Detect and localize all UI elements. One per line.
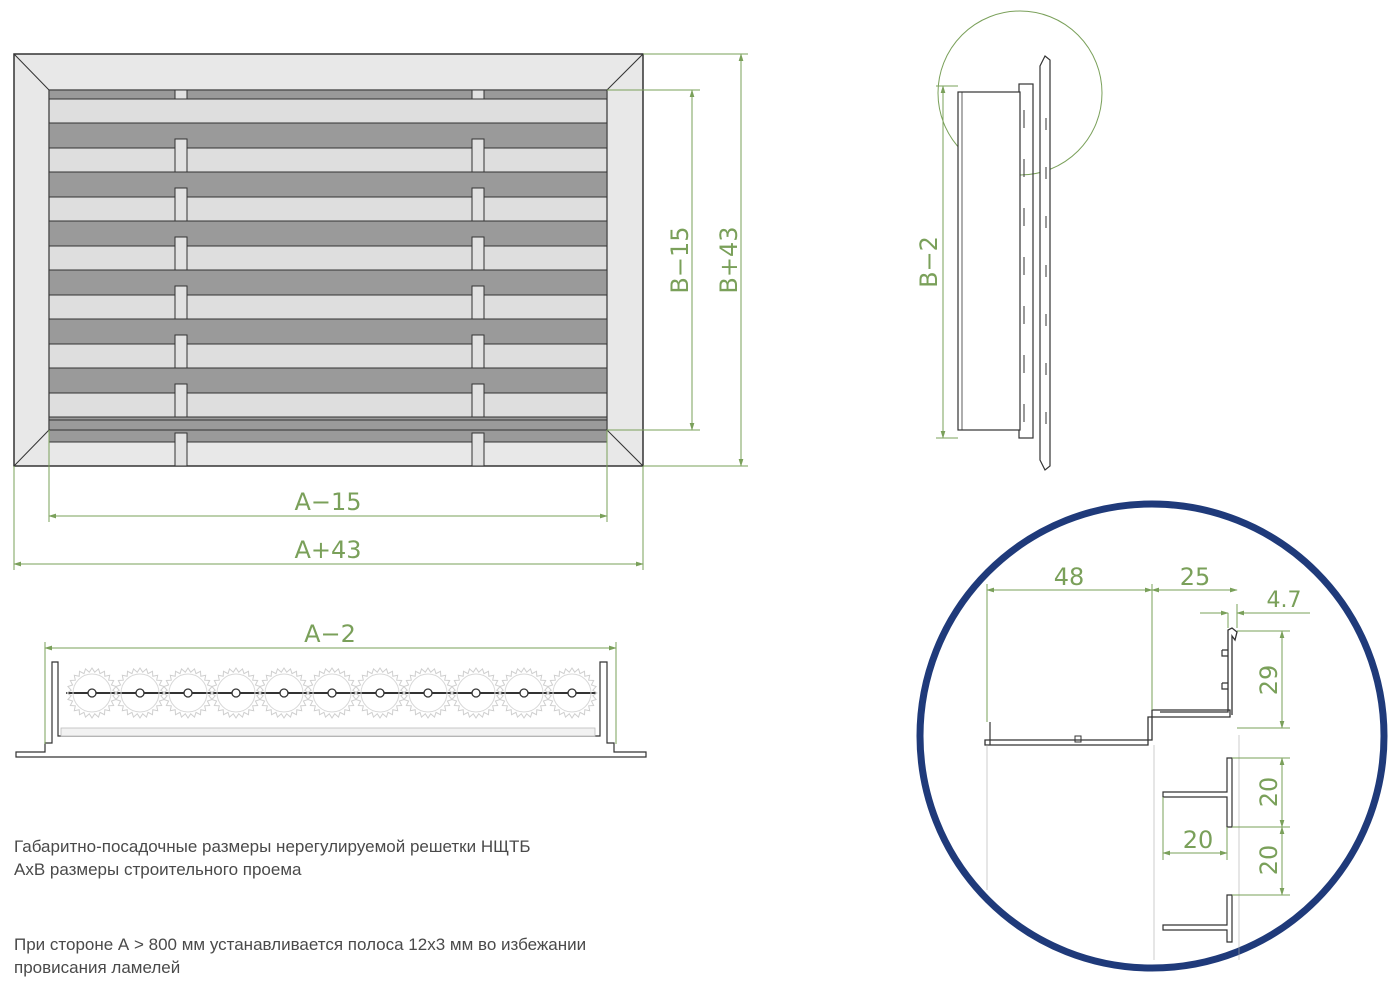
support-segment [471, 138, 485, 173]
gear-pivot [423, 688, 433, 698]
supports-group [174, 89, 485, 467]
gear-outline [210, 667, 262, 719]
support-segment [174, 236, 188, 271]
note-opening-size: АхВ размеры строительного проема [14, 860, 302, 879]
gears-group [66, 667, 598, 719]
dim-detail-25: 25 [1180, 563, 1211, 591]
front-view-grille [13, 53, 644, 467]
support-segment [471, 236, 485, 271]
gear-inner [216, 673, 256, 713]
gear-outline [354, 667, 406, 719]
dim-inner-width: A−15 [294, 488, 361, 516]
bottom-view [15, 661, 647, 758]
support-segment [471, 285, 485, 320]
support-segment [471, 89, 485, 100]
louver-slat [48, 367, 608, 394]
support-segment [174, 187, 188, 222]
gear-inner [72, 673, 112, 713]
front-dimensions [13, 53, 748, 570]
note-strip-requirement-cont: провисания ламелей [14, 958, 181, 977]
gear-outline [402, 667, 454, 719]
detail-circle [916, 500, 1388, 972]
gear-pivot [519, 688, 529, 698]
note-dimensions-title: Габаритно-посадочные размеры нерегулируе… [14, 837, 531, 856]
gear-inner [360, 673, 400, 713]
dim-detail-20-horizontal: 20 [1183, 826, 1214, 854]
gear-inner [504, 673, 544, 713]
support-segment [471, 334, 485, 369]
gear-inner [312, 673, 352, 713]
dim-outer-width: A+43 [294, 536, 361, 564]
gear-inner [168, 673, 208, 713]
gear-pivot [135, 688, 145, 698]
gear-pivot [183, 688, 193, 698]
louver-slat [48, 318, 608, 345]
gear-outline [258, 667, 310, 719]
gear-inner [408, 673, 448, 713]
gear-outline [546, 667, 598, 719]
gear-outline [306, 667, 358, 719]
louvers-group [48, 89, 608, 443]
gear-outline [498, 667, 550, 719]
gear-inner [552, 673, 592, 713]
note-strip-requirement: При стороне А > 800 мм устанавливается п… [14, 935, 587, 954]
dim-outer-height: B+43 [715, 226, 743, 293]
support-segment [471, 187, 485, 222]
gear-pivot [87, 688, 97, 698]
support-segment [174, 432, 188, 467]
gear-inner [264, 673, 304, 713]
louver-slat [48, 171, 608, 198]
gear-outline [450, 667, 502, 719]
dim-inner-height: B−15 [666, 226, 694, 293]
support-segment [471, 383, 485, 418]
support-segment [174, 285, 188, 320]
dim-side-height: B−2 [915, 236, 943, 288]
support-segment [174, 138, 188, 173]
dim-detail-4-7: 4.7 [1267, 588, 1302, 613]
detail-view [916, 500, 1388, 972]
louver-slat [48, 419, 608, 431]
side-slats-group [1023, 110, 1047, 424]
gear-pivot [327, 688, 337, 698]
support-segment [174, 383, 188, 418]
gear-outline [162, 667, 214, 719]
support-segment [471, 432, 485, 467]
dim-detail-48: 48 [1054, 563, 1085, 591]
dim-detail-20-vertical-top: 20 [1255, 777, 1283, 808]
gear-pivot [231, 688, 241, 698]
gear-pivot [279, 688, 289, 698]
gear-inner [456, 673, 496, 713]
gear-outline [114, 667, 166, 719]
support-segment [174, 334, 188, 369]
support-segment [174, 89, 188, 100]
dim-bottom-width: A−2 [304, 620, 356, 648]
gear-pivot [375, 688, 385, 698]
side-view [937, 10, 1103, 471]
louver-slat [48, 89, 608, 100]
louver-slat [48, 122, 608, 149]
dim-detail-29: 29 [1255, 665, 1283, 696]
gear-inner [120, 673, 160, 713]
louver-slat [48, 220, 608, 247]
gear-pivot [471, 688, 481, 698]
louver-slat [48, 269, 608, 296]
gear-pivot [567, 688, 577, 698]
gear-outline [66, 667, 118, 719]
dim-detail-20-vertical-bottom: 20 [1255, 845, 1283, 876]
